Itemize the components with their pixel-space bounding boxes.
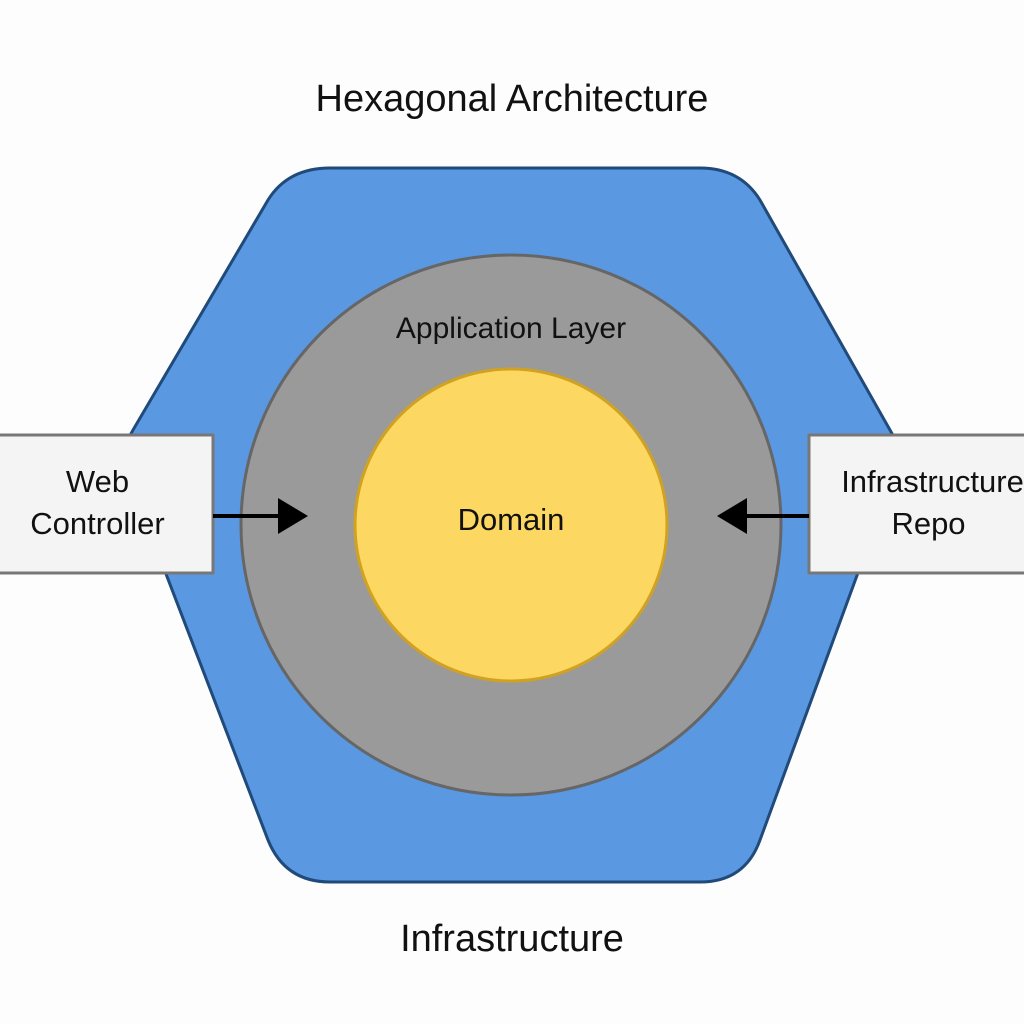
- infrastructure-repo-label: Infrastructure Repo: [820, 461, 1024, 545]
- infrastructure-repo-line2: Repo: [891, 506, 966, 541]
- domain-label: Domain: [457, 502, 565, 537]
- application-layer-label: Application Layer: [395, 312, 627, 345]
- web-controller-line2: Controller: [30, 506, 165, 541]
- web-controller-box[interactable]: [0, 433, 215, 575]
- web-controller-label: Web Controller: [0, 461, 195, 545]
- diagram-title: Hexagonal Architecture: [315, 78, 709, 120]
- left-arrow-head-icon: [278, 498, 308, 534]
- right-arrow-head-icon: [717, 498, 747, 534]
- infrastructure-label: Infrastructure: [400, 918, 624, 960]
- web-controller-line1: Web: [65, 464, 130, 499]
- infrastructure-repo-box[interactable]: [807, 433, 1024, 575]
- domain-circle: [353, 367, 669, 683]
- infrastructure-repo-line1: Infrastructure: [841, 464, 1024, 499]
